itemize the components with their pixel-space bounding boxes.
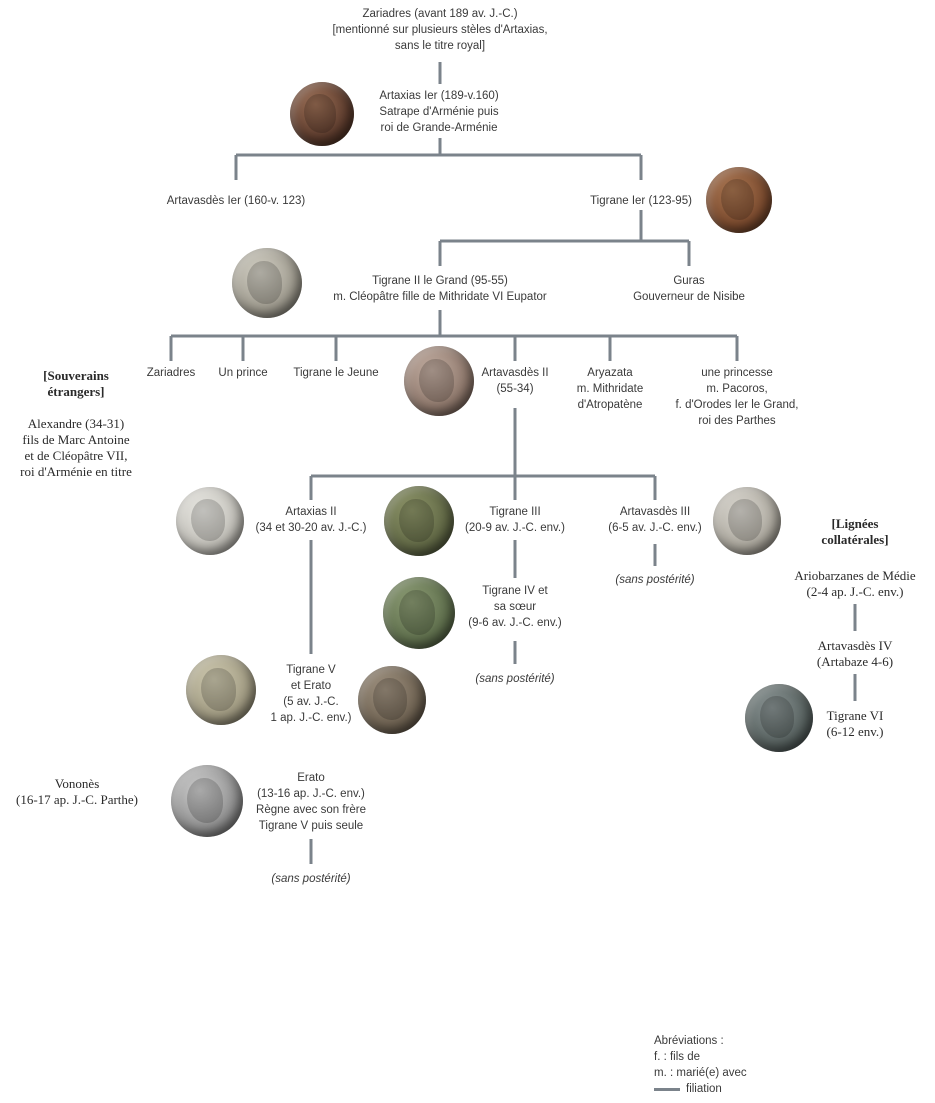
heading-lignees-collaterales: [Lignées collatérales] [821, 516, 889, 547]
coin-tigrane2 [232, 248, 302, 318]
coin-artaxias1 [290, 82, 354, 146]
legend-filiation: filiation [654, 1081, 747, 1097]
node-un-prince: Un prince [218, 367, 268, 379]
node-artavasdes1: Artavasdès Ier (160-v. 123) [166, 195, 306, 207]
node-erato: Erato (13-16 ap. J.-C. env.) Règne avec … [256, 772, 366, 832]
coin-artaxias2 [176, 487, 244, 555]
coin-artavasdes2 [404, 346, 474, 416]
node-artavasdes4: Artavasdès IV (Artabaze 4-6) [816, 638, 894, 669]
node-tigrane4: Tigrane IV et sa sœur (9-6 av. J.-C. env… [468, 585, 562, 629]
node-vonones: Vononès (16-17 ap. J.-C. Parthe) [15, 776, 139, 807]
coin-tigrane5b [358, 666, 426, 734]
node-alexandre: Alexandre (34-31) fils de Marc Antoine e… [20, 416, 132, 479]
node-sans-posterite-tigrane4: (sans postérité) [475, 673, 555, 685]
node-artavasdes2: Artavasdès II (55-34) [481, 367, 549, 395]
coin-artavasdes3 [713, 487, 781, 555]
coin-tigrane1 [706, 167, 772, 233]
node-tigrane-jeune: Tigrane le Jeune [293, 367, 379, 379]
filiation-line-icon [654, 1087, 680, 1091]
node-tigrane1: Tigrane Ier (123-95) [590, 195, 692, 207]
node-tigrane5: Tigrane V et Erato (5 av. J.-C. 1 ap. J.… [270, 664, 352, 724]
node-artaxias1: Artaxias Ier (189-v.160) Satrape d'Armén… [379, 90, 499, 134]
node-guras: Guras Gouverneur de Nisibe [633, 275, 745, 303]
heading-souverains-etrangers: [Souverains étrangers] [43, 368, 109, 399]
legend: Abréviations : f. : fils de m. : marié(e… [654, 1033, 747, 1097]
node-tigrane6: Tigrane VI (6-12 env.) [826, 708, 884, 739]
node-princesse: une princesse m. Pacoros, f. d'Orodes Ie… [675, 367, 799, 427]
node-tigrane2: Tigrane II le Grand (95-55) m. Cléopâtre… [333, 275, 547, 303]
node-artaxias2: Artaxias II (34 et 30-20 av. J.-C.) [255, 506, 367, 534]
legend-m: m. : marié(e) avec [654, 1067, 747, 1079]
legend-f: f. : fils de [654, 1051, 701, 1063]
node-zariadres2: Zariadres [146, 367, 196, 379]
node-tigrane3: Tigrane III (20-9 av. J.-C. env.) [465, 506, 565, 534]
node-zariadres-top: Zariadres (avant 189 av. J.-C.) [mention… [332, 8, 548, 52]
coin-tigrane4 [383, 577, 455, 649]
node-sans-posterite-erato: (sans postérité) [271, 873, 351, 885]
legend-title: Abréviations : [654, 1035, 724, 1047]
coin-erato [171, 765, 243, 837]
node-sans-posterite-artavasdes3: (sans postérité) [615, 574, 695, 586]
node-aryazata: Aryazata m. Mithridate d'Atropatène [576, 367, 644, 411]
node-ariobarzanes: Ariobarzanes de Médie (2-4 ap. J.-C. env… [794, 568, 916, 599]
coin-tigrane3 [384, 486, 454, 556]
coin-tigrane6 [745, 684, 813, 752]
coin-tigrane5a [186, 655, 256, 725]
node-artavasdes3: Artavasdès III (6-5 av. J.-C. env.) [608, 506, 702, 534]
